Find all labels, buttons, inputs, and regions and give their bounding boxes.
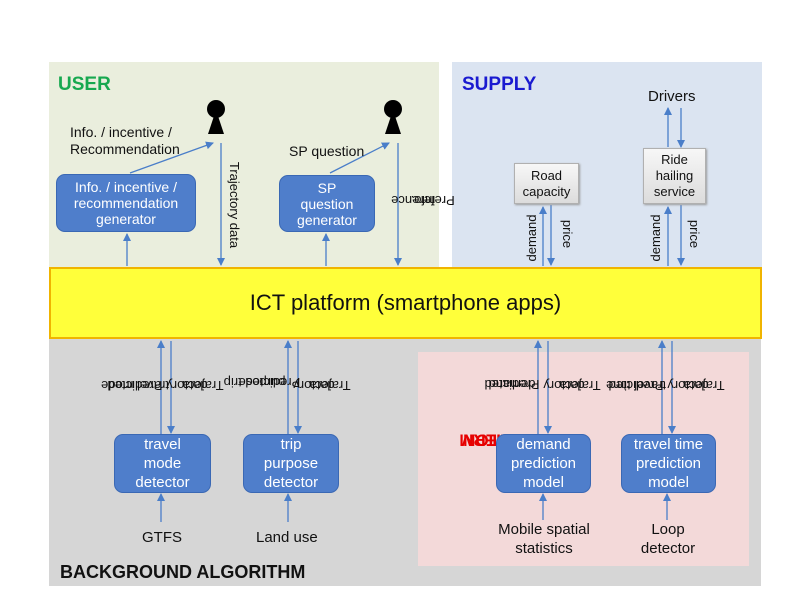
person-icon (384, 100, 402, 134)
user-panel (49, 62, 439, 270)
person-icon (207, 100, 225, 134)
user-title: USER (58, 74, 111, 95)
land-use-label: Land use (256, 529, 318, 546)
drivers-label: Drivers (648, 88, 696, 105)
recommendation-label: Info. / incentive /Recommendation (70, 124, 180, 157)
arrow-rec-to-user (129, 141, 214, 174)
supply-title: SUPPLY (462, 74, 537, 95)
gtfs-label: GTFS (142, 529, 182, 546)
arrow-sp-to-user (329, 142, 390, 174)
background-algorithm-title: BACKGROUND ALGORITHM (60, 562, 306, 582)
ict-platform-bar: ICT platform (smartphone apps) (49, 267, 762, 339)
sp-question-label: SP question (289, 143, 365, 159)
supply-panel (452, 62, 762, 270)
